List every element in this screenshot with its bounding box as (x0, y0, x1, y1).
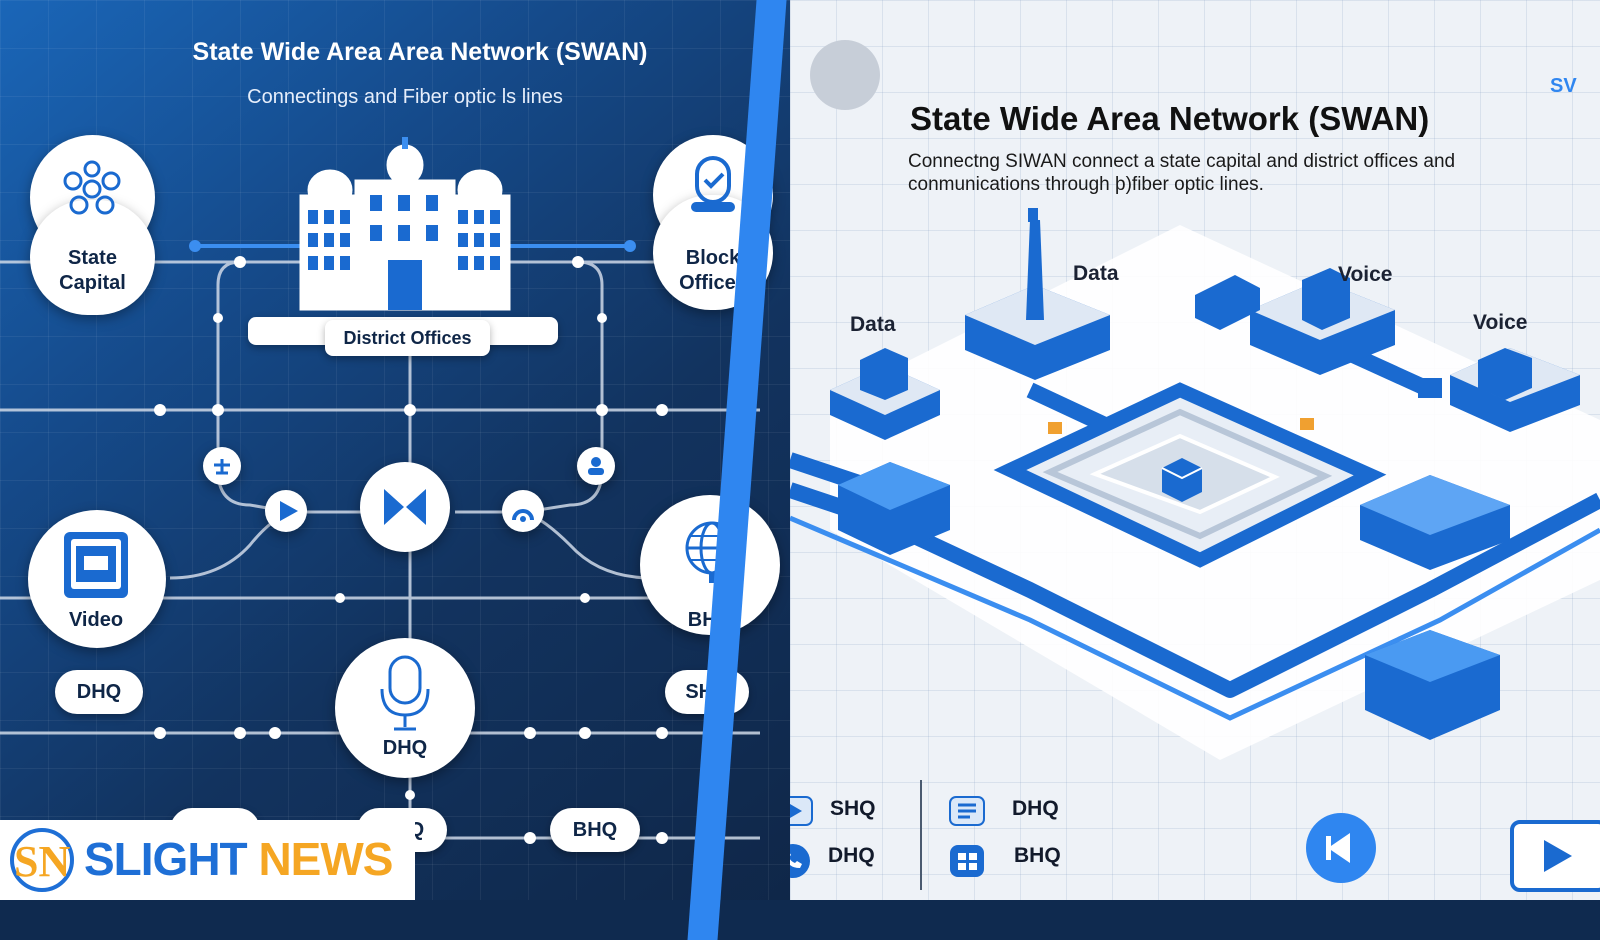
right-subtitle: Connectng SIWAN connect a state capital … (908, 150, 1508, 196)
government-building-icon (299, 137, 511, 311)
left-subtitle: Connectings and Fiber optic ls lines (247, 86, 563, 108)
bhq-pill-bottom: BHQ (550, 808, 640, 852)
right-subtitle-line2: conmunications through þ)fiber optic lin… (908, 174, 1264, 195)
left-title: State Wide Area Area Network (SWAN) (192, 38, 648, 66)
network-nodes-icon (63, 160, 121, 215)
dhq-mic-node (335, 638, 475, 778)
left-panel: State Wide Area Area Network (SWAN) Conn… (0, 0, 835, 900)
rewind-icon (1326, 833, 1350, 863)
arc-icon (512, 509, 534, 522)
grid-icon (950, 845, 984, 877)
play-icon (280, 501, 298, 521)
phone-icon (790, 844, 810, 878)
antenna-icon (214, 459, 230, 475)
user-icon (588, 457, 604, 475)
legend-divider (920, 780, 922, 890)
legend-label-dhq-phone: DHQ (828, 844, 875, 867)
microphone-icon (380, 655, 430, 731)
dhq-pill-left: DHQ (55, 670, 143, 714)
play-button[interactable] (1510, 820, 1600, 892)
voice-label-right: Voice (1473, 311, 1528, 334)
shield-check-icon (691, 156, 735, 212)
right-panel: SV State Wide Area Network (SWAN) Connec… (790, 0, 1600, 900)
video-screen-icon (64, 532, 128, 598)
document-icon (949, 796, 985, 826)
legend-label-bhq: BHQ (1014, 844, 1061, 867)
logo-word-slight: SLIGHT (84, 833, 248, 885)
play-button-icon (1544, 840, 1572, 872)
slight-news-logo: SN SLIGHT NEWS (0, 820, 415, 900)
rewind-button[interactable] (1306, 813, 1376, 883)
dhq-center-label: DHQ (382, 737, 428, 759)
bowtie-icon (384, 489, 426, 525)
isometric-network-diagram (790, 208, 1600, 760)
video-label: Video (68, 609, 124, 631)
legend-label-shq: SHQ (830, 797, 876, 820)
decorative-blob (810, 40, 880, 110)
state-capital-node (30, 200, 155, 315)
block-offices-label: Block Offices (679, 247, 747, 294)
sn-monogram-icon: SN (10, 828, 74, 892)
voice-label-top: Voice (1338, 263, 1393, 286)
data-label-top: Data (1073, 262, 1119, 285)
logo-word-news: NEWS (258, 833, 393, 885)
bhq-node (640, 495, 780, 635)
right-subtitle-line1: Connectng SIWAN connect a state capital … (908, 151, 1456, 172)
logo-wordmark: SLIGHT NEWS (84, 832, 393, 886)
data-label-left: Data (850, 313, 896, 336)
district-offices-label: District Offices (325, 320, 490, 356)
legend-label-dhq: DHQ (1012, 797, 1059, 820)
state-capital-label: State Capital (59, 247, 126, 294)
hub-node-center (360, 462, 450, 552)
logo-mark: SN (14, 837, 70, 886)
play-icon (790, 796, 813, 826)
right-title: State Wide Area Network (SWAN) (910, 100, 1430, 137)
corner-text: SV (1550, 75, 1577, 97)
